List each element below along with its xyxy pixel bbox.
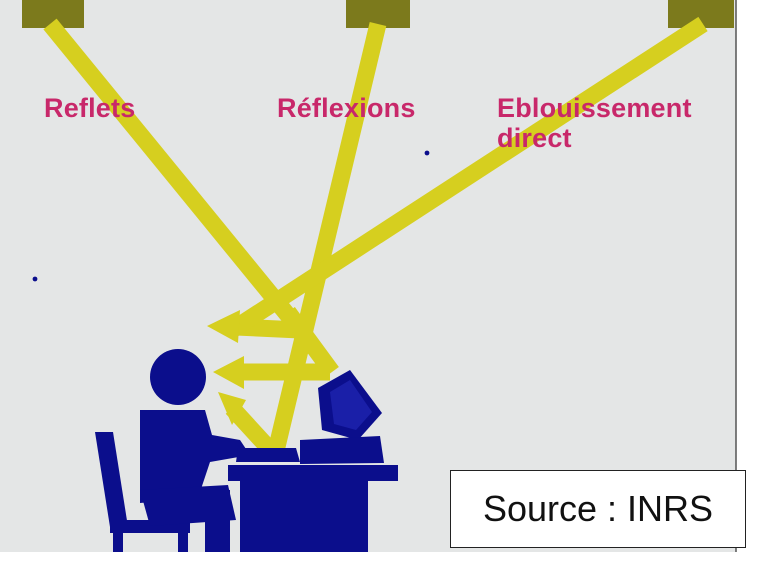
beam-reflexions [266,22,387,457]
lamp-center-icon [346,0,410,28]
source-caption: Source : INRS [450,470,746,548]
arrow-screen-icon [213,356,244,389]
arrow-keyboard-icon [218,392,246,425]
label-reflexions: Réflexions [277,93,416,123]
arrow-direct-icon [207,310,240,343]
label-reflets: Reflets [44,93,136,123]
label-eblouissement-line2: direct [497,123,572,153]
beam-reflets [43,18,307,336]
beam-reflexions-bounce [225,402,282,461]
arrowheads [207,310,246,425]
light-beams [43,16,708,461]
beam-eblouissement [227,16,708,338]
dot-mark [32,276,38,282]
beam-screen-incoming [281,306,339,378]
person-at-computer-icon [95,349,398,552]
monitor-screen [330,380,372,430]
label-eblouissement-direct: Eblouissement direct [497,93,692,153]
dot-mark [424,150,430,156]
label-eblouissement-line1: Eblouissement [497,93,692,123]
